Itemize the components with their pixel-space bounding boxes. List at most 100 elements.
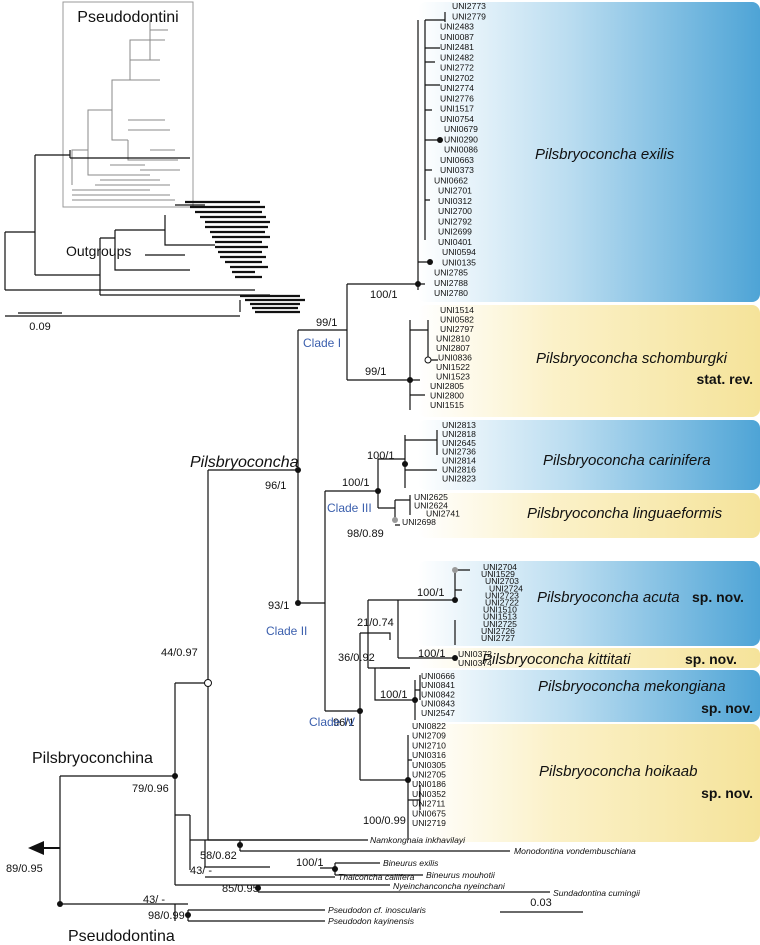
support-carinifera: 100/1 — [367, 450, 395, 462]
tip-label: UNI0594 — [442, 247, 476, 257]
tip-label: UNI2797 — [440, 324, 474, 334]
node-85 — [255, 885, 261, 891]
support-values: 100/1 99/1 99/1 96/1 100/1 100/1 98/0.89… — [6, 289, 446, 922]
support-exilis: 100/1 — [370, 289, 398, 301]
species-hoikaab-name: Pilsbryoconcha hoikaab — [539, 763, 697, 780]
tip-label: UNI2703 — [485, 576, 519, 586]
tip-other: Namkongnaia inkhavilayi — [370, 835, 466, 845]
tip-label: UNI0186 — [412, 779, 446, 789]
support-clade2: 93/1 — [268, 600, 289, 612]
tip-label: UNI2816 — [442, 465, 476, 475]
tip-label: UNI2785 — [434, 268, 468, 278]
support-lower-group: 43/ - — [143, 894, 165, 906]
tip-label: UNI0352 — [412, 789, 446, 799]
support-pilsbryoconchina: 79/0.96 — [132, 783, 169, 795]
tip-label: UNI2788 — [434, 278, 468, 288]
tip-label: UNI0290 — [444, 134, 478, 144]
support-exilis-schomburgki: 99/1 — [316, 317, 337, 329]
tip-label: UNI2482 — [440, 52, 474, 62]
band-carinifera — [418, 420, 760, 490]
band-exilis — [418, 2, 760, 302]
tip-label: UNI0843 — [421, 699, 455, 709]
tip-label: UNI2710 — [412, 740, 446, 750]
support-linguaeformis: 98/0.89 — [347, 528, 384, 540]
tip-label: UNI2547 — [421, 708, 455, 718]
tips-acuta: UNI2704UNI1529UNI2703UNI2724UNI2723UNI27… — [481, 562, 523, 643]
node-root — [57, 901, 63, 907]
tip-label: UNI0401 — [438, 237, 472, 247]
species-acuta-name: Pilsbryoconcha acuta — [537, 589, 680, 606]
species-linguaeformis-name: Pilsbryoconcha linguaeformis — [527, 505, 723, 522]
tip-label: UNI2483 — [440, 22, 474, 32]
node-clade2 — [295, 600, 301, 606]
tip-label: UNI2810 — [436, 334, 470, 344]
label-pilsbryoconchina: Pilsbryoconchina — [32, 750, 153, 767]
tip-label: UNI2807 — [436, 343, 470, 353]
tip-other: Bineurus mouhotii — [426, 870, 496, 880]
support-hoikaab: 100/0.99 — [363, 815, 406, 827]
tip-label: UNI2699 — [438, 227, 472, 237]
tip-label: UNI0086 — [444, 145, 478, 155]
tip-label: UNI2722 — [485, 598, 519, 608]
support-pilsbryoconcha: 96/1 — [265, 480, 286, 492]
band-acuta — [418, 561, 760, 646]
node-schomburgki — [407, 377, 413, 383]
tip-label: UNI2698 — [402, 517, 436, 527]
species-bands — [418, 2, 760, 842]
clade-label-2: Clade II — [266, 624, 307, 638]
node-79 — [172, 773, 178, 779]
label-pseudodontina: Pseudodontina — [68, 928, 175, 945]
tip-label: UNI0582 — [440, 315, 474, 325]
tip-label: UNI2645 — [442, 438, 476, 448]
support-acuta-kittitati: 21/0.74 — [357, 617, 394, 629]
tip-label: UNI2823 — [442, 473, 476, 483]
species-mekongiana-name: Pilsbryoconcha mekongiana — [538, 678, 726, 695]
node-exilis-inner — [437, 137, 443, 143]
tip-other: Pseudodon kayinensis — [328, 916, 415, 926]
tip-label: UNI1510 — [483, 605, 517, 615]
tip-label: UNI0842 — [421, 689, 455, 699]
support-clade4: 96/1 — [333, 717, 354, 729]
tip-label: UNI1514 — [440, 305, 474, 315]
scale-left-label: 0.09 — [29, 321, 50, 333]
tip-other: Sundadontina cumingii — [553, 888, 641, 898]
tip-other: Monodontina vondembuschiana — [514, 846, 636, 856]
band-kittitati — [418, 648, 760, 668]
species-kittitati-tag: sp. nov. — [685, 651, 737, 667]
species-kittitati-name: Pilsbryoconcha kittitati — [482, 651, 631, 668]
tip-label: UNI2779 — [452, 11, 486, 21]
tip-label: UNI2805 — [430, 381, 464, 391]
tip-label: UNI0679 — [444, 124, 478, 134]
tip-label: UNI0316 — [412, 750, 446, 760]
species-carinifera-name: Pilsbryoconcha carinifera — [543, 452, 711, 469]
tip-label: UNI0841 — [421, 680, 455, 690]
species-schomburgki-name: Pilsbryoconcha schomburgki — [536, 350, 728, 367]
node-clade3 — [375, 488, 381, 494]
clade-label-3: Clade III — [327, 501, 372, 515]
inset-title: Pseudodontini — [77, 9, 178, 26]
node-schomburgki-inner — [424, 356, 432, 364]
support-namkongnaia: 58/0.82 — [200, 850, 237, 862]
tip-label: UNI0666 — [421, 671, 455, 681]
band-hoikaab — [418, 724, 760, 842]
support-root: 89/0.95 — [6, 863, 43, 875]
node-acuta — [452, 597, 458, 603]
tip-label: UNI1515 — [430, 400, 464, 410]
species-mekongiana-tag: sp. nov. — [701, 700, 753, 716]
root-arrow — [28, 841, 60, 855]
tip-label: UNI0305 — [412, 760, 446, 770]
tips-hoikaab: UNI0822UNI2709UNI2710UNI0316UNI0305UNI27… — [412, 721, 446, 828]
node-58 — [237, 842, 243, 848]
tip-label: UNI2818 — [442, 429, 476, 439]
species-acuta-tag: sp. nov. — [692, 589, 744, 605]
tip-label: UNI2702 — [440, 73, 474, 83]
clade-label-1: Clade I — [303, 336, 341, 350]
species-labels: Pilsbryoconcha exilis Pilsbryoconcha sch… — [482, 146, 753, 801]
support-pseudodon: 98/0.99 — [148, 910, 185, 922]
tip-label: UNI2774 — [440, 83, 474, 93]
tips-carinifera: UNI2813UNI2818UNI2645UNI2736UNI2814UNI28… — [442, 420, 476, 483]
tip-label: UNI0822 — [412, 721, 446, 731]
clade-labels: Clade I Clade II Clade III Clade IV — [266, 336, 372, 729]
tip-other: Bineurus exilis — [383, 858, 439, 868]
